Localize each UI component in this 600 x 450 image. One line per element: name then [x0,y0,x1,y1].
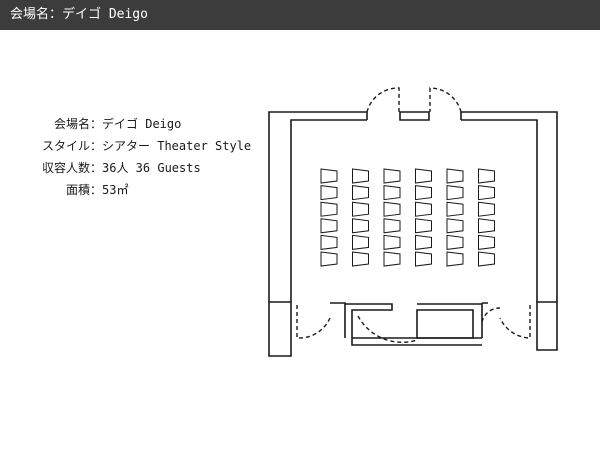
bottom-left-pillar [268,301,292,357]
seat [383,168,401,184]
seat [415,251,432,267]
info-row-style: スタイル：シアター Theater Style [34,135,251,157]
door-swing-bottom-right [499,305,531,339]
seat [320,185,338,201]
seat [320,168,338,184]
header-bar: 会場名：デイゴ Deigo [0,0,600,30]
info-value: 36人 36 Guests [102,161,201,175]
seat [446,218,464,234]
seat [415,168,432,184]
door-swing-bottom-stage [357,315,418,343]
seat [415,185,432,201]
info-value: 53㎡ [102,183,129,197]
seat [383,218,401,234]
seat [352,168,369,184]
seat [446,185,464,201]
outer-wall-left [268,111,367,302]
seat [352,234,369,250]
info-separator: ： [90,117,103,131]
seat [415,218,432,234]
stage-box [416,309,474,339]
info-label: 会場名 [53,117,90,131]
seat [320,218,338,234]
top-middle-wall [399,111,430,121]
venue-info: 会場名：デイゴ Deigo スタイル：シアター Theater Style 収容… [34,113,251,201]
seat [415,201,432,217]
seat [478,168,495,184]
seat [478,218,495,234]
door-swing-top-right [429,87,462,113]
info-row-capacity: 収容人数：36人 36 Guests [34,157,251,179]
seat [478,251,495,267]
info-row-venue-name: 会場名：デイゴ Deigo [34,113,251,135]
info-label: 面積 [65,183,90,197]
seat [352,218,369,234]
outer-wall-right [461,111,558,302]
seat [320,251,338,267]
seat [352,185,369,201]
info-label: 収容人数 [41,161,90,175]
info-separator: ： [90,161,103,175]
seat [446,168,464,184]
bottom-left-stub [330,302,346,338]
seat [446,234,464,250]
inner-wall-left [290,119,367,302]
info-row-area: 面積：53㎡ [34,179,251,201]
inner-wall-right [461,119,538,302]
info-separator: ： [90,139,103,153]
seat [478,201,495,217]
seat [320,234,338,250]
bottom-right-pillar [536,301,558,351]
info-value: デイゴ Deigo [102,117,182,131]
door-swing-bottom-small [481,307,501,323]
seat [383,201,401,217]
seating-area [320,168,495,267]
info-label: スタイル [41,139,90,153]
seat [383,251,401,267]
seat [478,185,495,201]
seat [352,251,369,267]
seat [446,201,464,217]
bottom-wall-left [345,303,482,346]
top-door-jambs [366,112,462,120]
info-separator: ： [90,183,103,197]
seat [320,201,338,217]
door-swing-bottom-left [296,305,331,339]
header-title: 会場名：デイゴ Deigo [10,7,148,22]
seat [478,234,495,250]
seat [415,234,432,250]
door-swing-top-left [366,87,400,113]
seat [383,185,401,201]
info-value: シアター Theater Style [102,139,252,153]
seat [383,234,401,250]
seat [352,201,369,217]
seat [446,251,464,267]
